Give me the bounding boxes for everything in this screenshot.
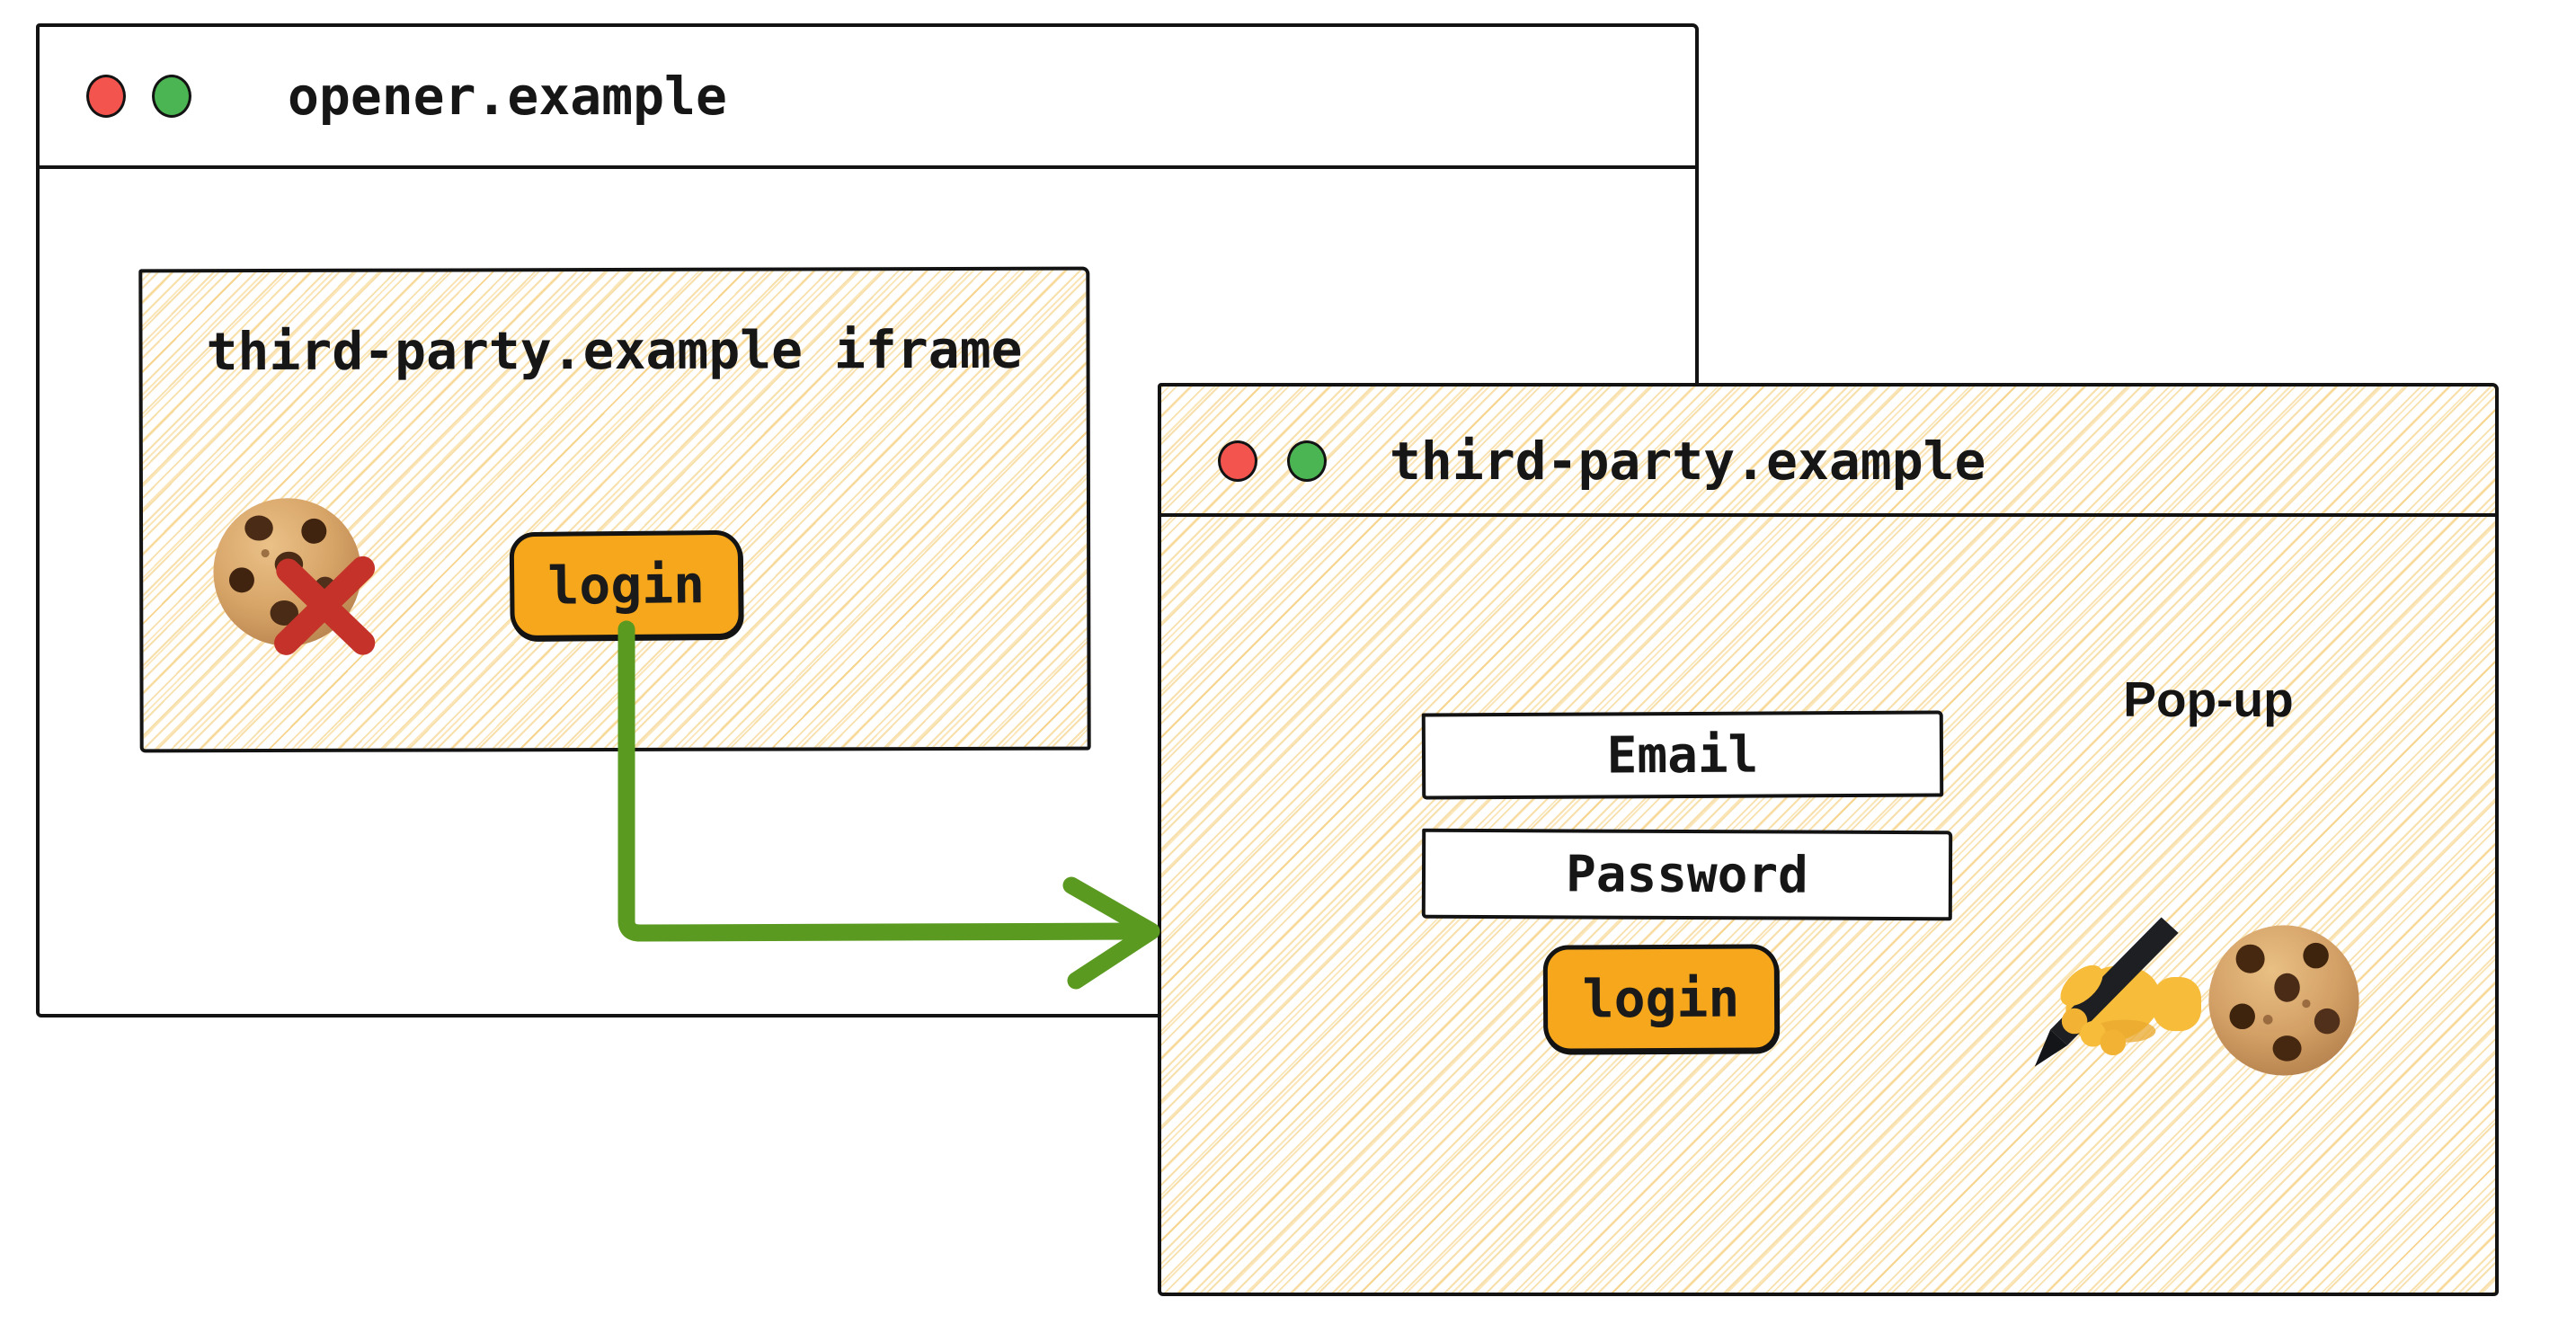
popup-titlebar: third-party.example: [1161, 387, 2495, 517]
opener-titlebar: opener.example: [40, 27, 1695, 169]
password-field[interactable]: Password: [1421, 828, 1953, 921]
traffic-light-green-icon[interactable]: [1287, 440, 1327, 482]
writing-hand-icon: [2030, 916, 2201, 1082]
traffic-light-red-icon[interactable]: [86, 75, 126, 118]
third-party-iframe: third-party.example iframe: [138, 266, 1091, 753]
popup-window: third-party.example Email Password login…: [1158, 383, 2499, 1296]
popup-annotation: Pop-up: [2123, 671, 2294, 727]
cross-mark-icon: [267, 551, 384, 661]
popup-login-button[interactable]: login: [1542, 944, 1780, 1053]
window-title: opener.example: [288, 66, 727, 127]
traffic-light-red-icon[interactable]: [1218, 440, 1257, 482]
cookie-icon: [2204, 920, 2364, 1080]
traffic-light-green-icon[interactable]: [152, 75, 191, 118]
green-elbow-arrow-icon: [557, 602, 1186, 1007]
email-field[interactable]: Email: [1421, 710, 1944, 800]
window-title: third-party.example: [1390, 430, 1986, 492]
iframe-label: third-party.example iframe: [206, 318, 1023, 383]
